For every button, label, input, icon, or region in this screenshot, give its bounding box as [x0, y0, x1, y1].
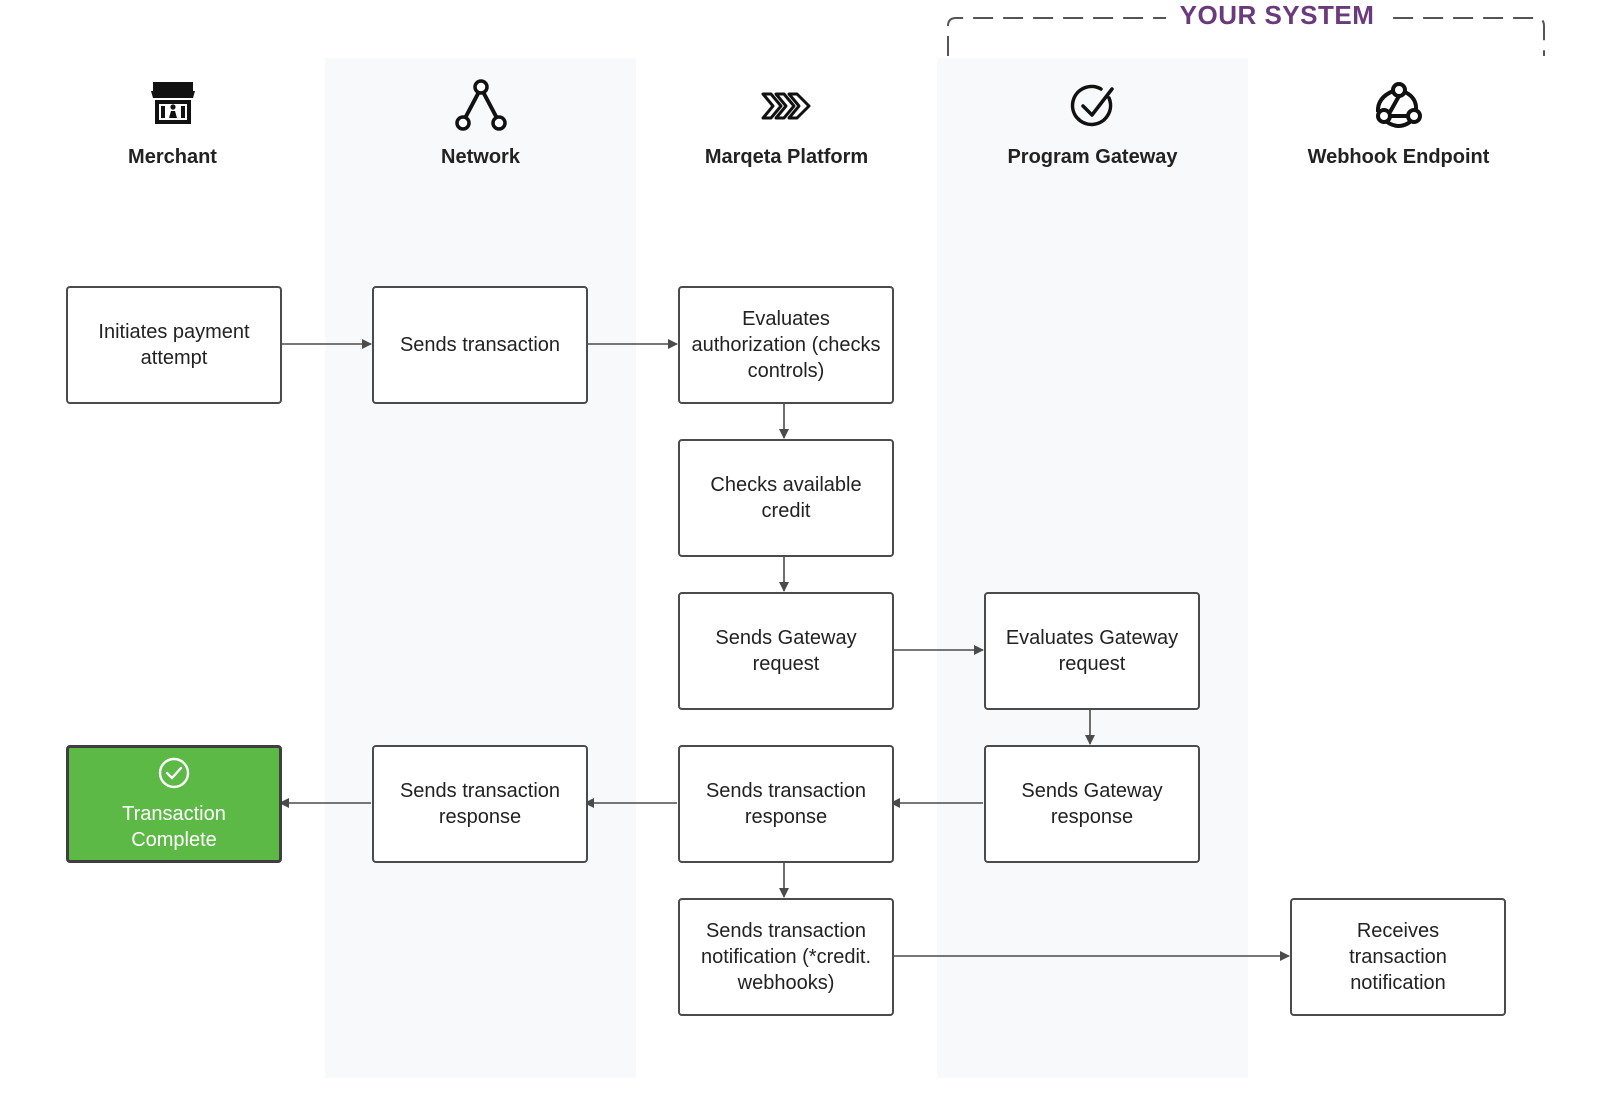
step-label: Evaluates Gateway request [1005, 627, 1179, 675]
step-label: Sends Gateway response [1021, 780, 1163, 828]
step-label: Sends transaction response [399, 780, 561, 828]
marqeta-chevrons-icon [631, 78, 942, 136]
step-checks-credit: Checks available credit [678, 439, 894, 557]
lane-header-network: Network [325, 78, 636, 169]
webhook-icon [1243, 78, 1554, 136]
step-evaluates-gateway-request: Evaluates Gateway request [984, 592, 1200, 710]
check-circle-icon [157, 756, 191, 797]
lane-title-network: Network [441, 146, 520, 168]
step-label: Sends transaction [399, 334, 561, 356]
step-sends-gateway-request: Sends Gateway request [678, 592, 894, 710]
step-sends-gateway-response: Sends Gateway response [984, 745, 1200, 863]
step-label: Sends Gateway request [715, 627, 857, 675]
lane-title-marqeta-platform: Marqeta Platform [704, 146, 869, 168]
step-label: Evaluates authorization (checks controls… [691, 308, 881, 382]
step-label: Checks available credit [710, 474, 862, 522]
step-transaction-complete: Transaction Complete [66, 745, 282, 863]
lane-header-merchant: Merchant [17, 78, 328, 169]
step-label: Sends transaction response [705, 780, 867, 828]
network-nodes-icon [325, 78, 636, 136]
step-initiates-payment: Initiates payment attempt [66, 286, 282, 404]
lane-background-program-gateway [937, 58, 1248, 1078]
step-label: Receives transaction notification [1349, 920, 1447, 994]
step-sends-transaction: Sends transaction [372, 286, 588, 404]
check-circle-icon [937, 78, 1248, 136]
step-network-sends-transaction-response: Sends transaction response [372, 745, 588, 863]
lane-background-network [325, 58, 636, 1078]
your-system-label: YOUR SYSTEM [1166, 0, 1388, 32]
lane-title-program-gateway: Program Gateway [1007, 146, 1178, 168]
lane-header-program-gateway: Program Gateway [937, 78, 1248, 169]
step-evaluates-authorization: Evaluates authorization (checks controls… [678, 286, 894, 404]
step-sends-transaction-notification: Sends transaction notification (*credit.… [678, 898, 894, 1016]
lane-header-marqeta-platform: Marqeta Platform [631, 78, 942, 169]
lane-title-webhook-endpoint: Webhook Endpoint [1307, 146, 1490, 168]
lane-header-webhook-endpoint: Webhook Endpoint [1243, 78, 1554, 169]
lane-title-merchant: Merchant [128, 146, 217, 168]
step-marqeta-sends-transaction-response: Sends transaction response [678, 745, 894, 863]
step-label: Transaction Complete [122, 802, 226, 851]
step-label: Sends transaction notification (*credit.… [700, 920, 872, 994]
step-receives-transaction-notification: Receives transaction notification [1290, 898, 1506, 1016]
storefront-icon [17, 78, 328, 136]
step-label: Initiates payment attempt [98, 321, 250, 369]
